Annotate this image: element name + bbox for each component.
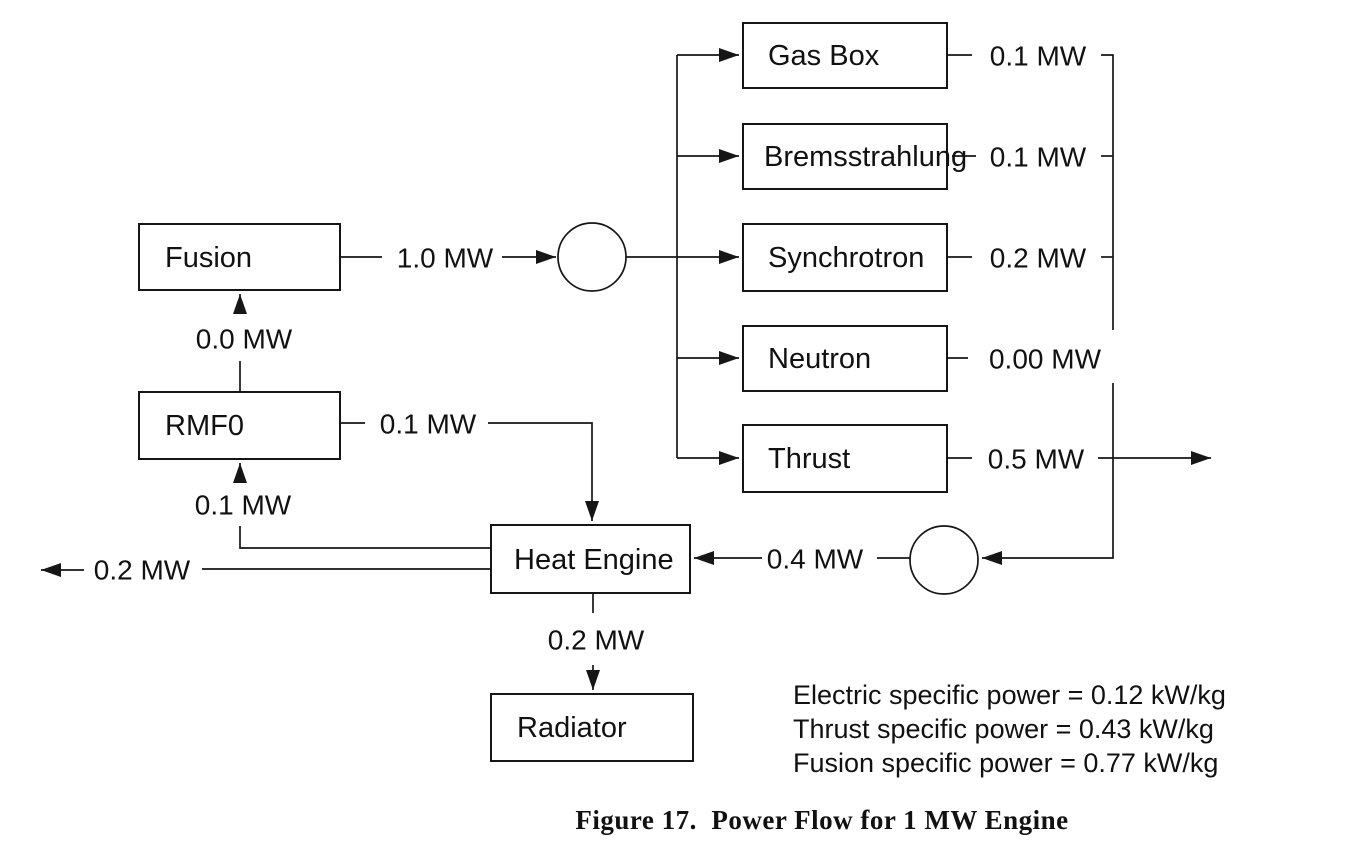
node-rmf0 — [138, 391, 341, 460]
flow-label-synchrotron-out: 0.2 MW — [990, 243, 1087, 274]
flow-label-he-out-left: 0.2 MW — [94, 555, 191, 586]
flow-label-bremsstrahlung-out: 0.1 MW — [990, 142, 1087, 173]
flow-label-thrust-out: 0.5 MW — [988, 444, 1085, 475]
flow-label-he-in: 0.4 MW — [767, 544, 864, 575]
node-bremsstrahlung-label: Bremsstrahlung — [764, 141, 967, 173]
note-fusion-specific-power: Fusion specific power = 0.77 kW/kg — [793, 748, 1218, 778]
flow-label-he-to-radiator: 0.2 MW — [548, 625, 645, 656]
node-heat-engine — [490, 524, 691, 594]
node-rmf0-label: RMF0 — [165, 410, 244, 442]
note-electric-specific-power: Electric specific power = 0.12 kW/kg — [793, 680, 1226, 710]
node-thrust — [742, 424, 948, 493]
flow-label-rmf-out: 0.1 MW — [380, 409, 477, 440]
node-synchrotron-label: Synchrotron — [768, 242, 924, 274]
collector-line-upper — [1101, 54, 1114, 330]
node-gas-box-label: Gas Box — [768, 40, 880, 72]
node-neutron — [742, 325, 948, 392]
heat-engine-to-rmf0-line — [239, 526, 491, 549]
node-synchrotron — [742, 223, 948, 292]
node-fusion — [138, 223, 341, 291]
junction-circle-fusion — [557, 222, 627, 292]
flow-label-he-to-rmf: 0.1 MW — [195, 490, 292, 521]
node-radiator — [490, 693, 694, 762]
flow-label-fusion-out: 1.0 MW — [397, 243, 494, 274]
node-thrust-label: Thrust — [768, 443, 850, 475]
node-radiator-label: Radiator — [517, 712, 627, 744]
junction-circle-heat — [909, 525, 979, 595]
node-gas-box — [742, 22, 948, 89]
node-neutron-label: Neutron — [768, 343, 871, 375]
rmf0-to-heat-engine-arrow — [488, 422, 599, 521]
node-heat-engine-label: Heat Engine — [514, 544, 674, 576]
node-bremsstrahlung — [742, 123, 948, 190]
flow-label-rmf-to-fusion: 0.0 MW — [196, 324, 293, 355]
figure-caption: Figure 17. Power Flow for 1 MW Engine — [575, 805, 1068, 835]
collector-line-lower-to-junction — [982, 383, 1114, 565]
note-thrust-specific-power: Thrust specific power = 0.43 kW/kg — [793, 714, 1214, 744]
node-fusion-label: Fusion — [165, 242, 252, 274]
flow-label-neutron-out: 0.00 MW — [989, 344, 1102, 375]
flow-label-gas-box-out: 0.1 MW — [990, 41, 1087, 72]
